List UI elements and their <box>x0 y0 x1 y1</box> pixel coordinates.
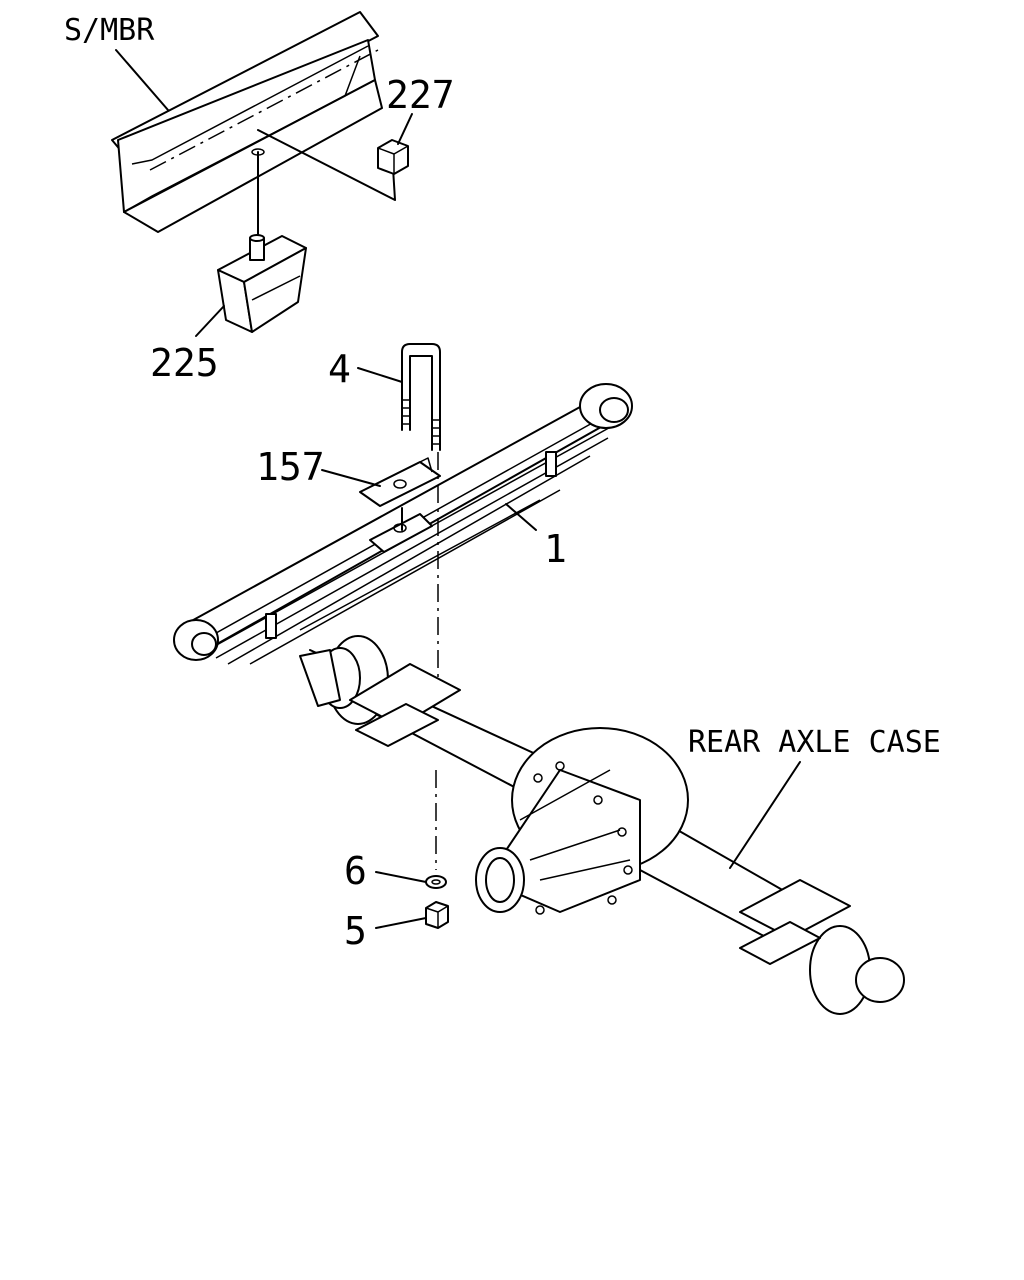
nut-5 <box>425 901 449 929</box>
label-5: 5 <box>344 909 367 953</box>
label-smbr: S/MBR <box>64 13 155 48</box>
plate-157 <box>359 457 441 507</box>
mount-leader <box>257 129 396 201</box>
leader-4 <box>357 367 403 383</box>
washer-6 <box>425 875 447 889</box>
leader-5 <box>375 917 427 929</box>
label-6: 6 <box>344 849 367 893</box>
leader-157 <box>321 469 381 487</box>
leader-1 <box>505 503 537 531</box>
label-157: 157 <box>256 445 325 489</box>
leaf-spring-1 <box>173 383 633 665</box>
label-4: 4 <box>328 347 351 391</box>
nut-227 <box>377 139 409 175</box>
bump-stopper-225 <box>217 234 307 333</box>
side-member <box>111 11 383 233</box>
rear-axle-case <box>299 635 905 1015</box>
label-rear-axle-case: REAR AXLE CASE <box>688 725 941 760</box>
label-227: 227 <box>386 73 455 117</box>
leader-smbr <box>115 49 169 111</box>
leader-227 <box>397 113 413 145</box>
label-225: 225 <box>150 341 219 385</box>
label-1: 1 <box>544 527 567 571</box>
leader-6 <box>375 871 427 883</box>
leader-225 <box>195 305 225 337</box>
u-bolt-4 <box>401 343 441 451</box>
leader-rear-axle-case <box>729 761 801 869</box>
